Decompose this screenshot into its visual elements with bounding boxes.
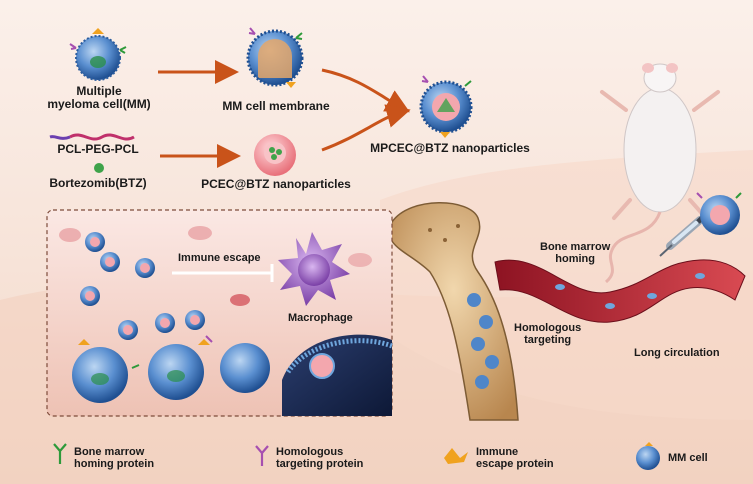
- label-mm-cell: Multiple myeloma cell(MM): [47, 84, 151, 112]
- arrow-membrane-to-mpcec: [321, 68, 410, 113]
- polymer-icon: [69, 133, 135, 141]
- label-pcec-btz: PCEC@BTZ nanoparticles: [201, 177, 351, 191]
- large-mm-cells: [72, 335, 270, 403]
- injected-nanoparticle-icon: [696, 192, 742, 235]
- immune-escape-panel: [46, 209, 393, 417]
- btz-drug-icon: [94, 163, 104, 173]
- bone-icon: [388, 202, 519, 421]
- blood-vessel-icon: [494, 259, 746, 323]
- macrophage-icon: [278, 232, 350, 306]
- label-immune-escape: Immune escape: [178, 252, 261, 264]
- label-homologous-targeting: Homologous targeting: [514, 322, 582, 347]
- legend-targeting-label: Homologous targeting protein: [276, 446, 364, 471]
- mouse-icon: [600, 63, 720, 284]
- membrane-icon: [246, 27, 304, 88]
- label-btz: Bortezomib(BTZ): [49, 176, 147, 190]
- legend-mm-cell-label: MM cell: [668, 452, 708, 464]
- label-mpcec-btz: MPCEC@BTZ nanoparticles: [370, 141, 530, 155]
- legend-homing-label: Bone marrow homing protein: [74, 446, 155, 471]
- label-bone-marrow-homing: Bone marrow homing: [540, 241, 611, 266]
- targeting-protein-icon: [255, 445, 269, 466]
- homing-protein-icon: [53, 443, 67, 464]
- label-pcl-peg-pcl: PCL-PEG-PCL: [57, 142, 139, 156]
- label-membrane: MM cell membrane: [222, 99, 330, 113]
- nanoparticle-icon: [254, 134, 296, 176]
- label-macrophage: Macrophage: [288, 312, 353, 324]
- legend-mm-cell-icon: [636, 442, 660, 470]
- arrow-pcec-to-mpcec: [321, 104, 411, 152]
- legend-escape-label: Immune escape protein: [476, 446, 554, 471]
- mpcec-nanoparticle-icon: [419, 75, 473, 138]
- escape-protein-icon: [444, 448, 468, 464]
- label-long-circulation: Long circulation: [634, 347, 720, 359]
- mm-cell-icon: [69, 28, 127, 81]
